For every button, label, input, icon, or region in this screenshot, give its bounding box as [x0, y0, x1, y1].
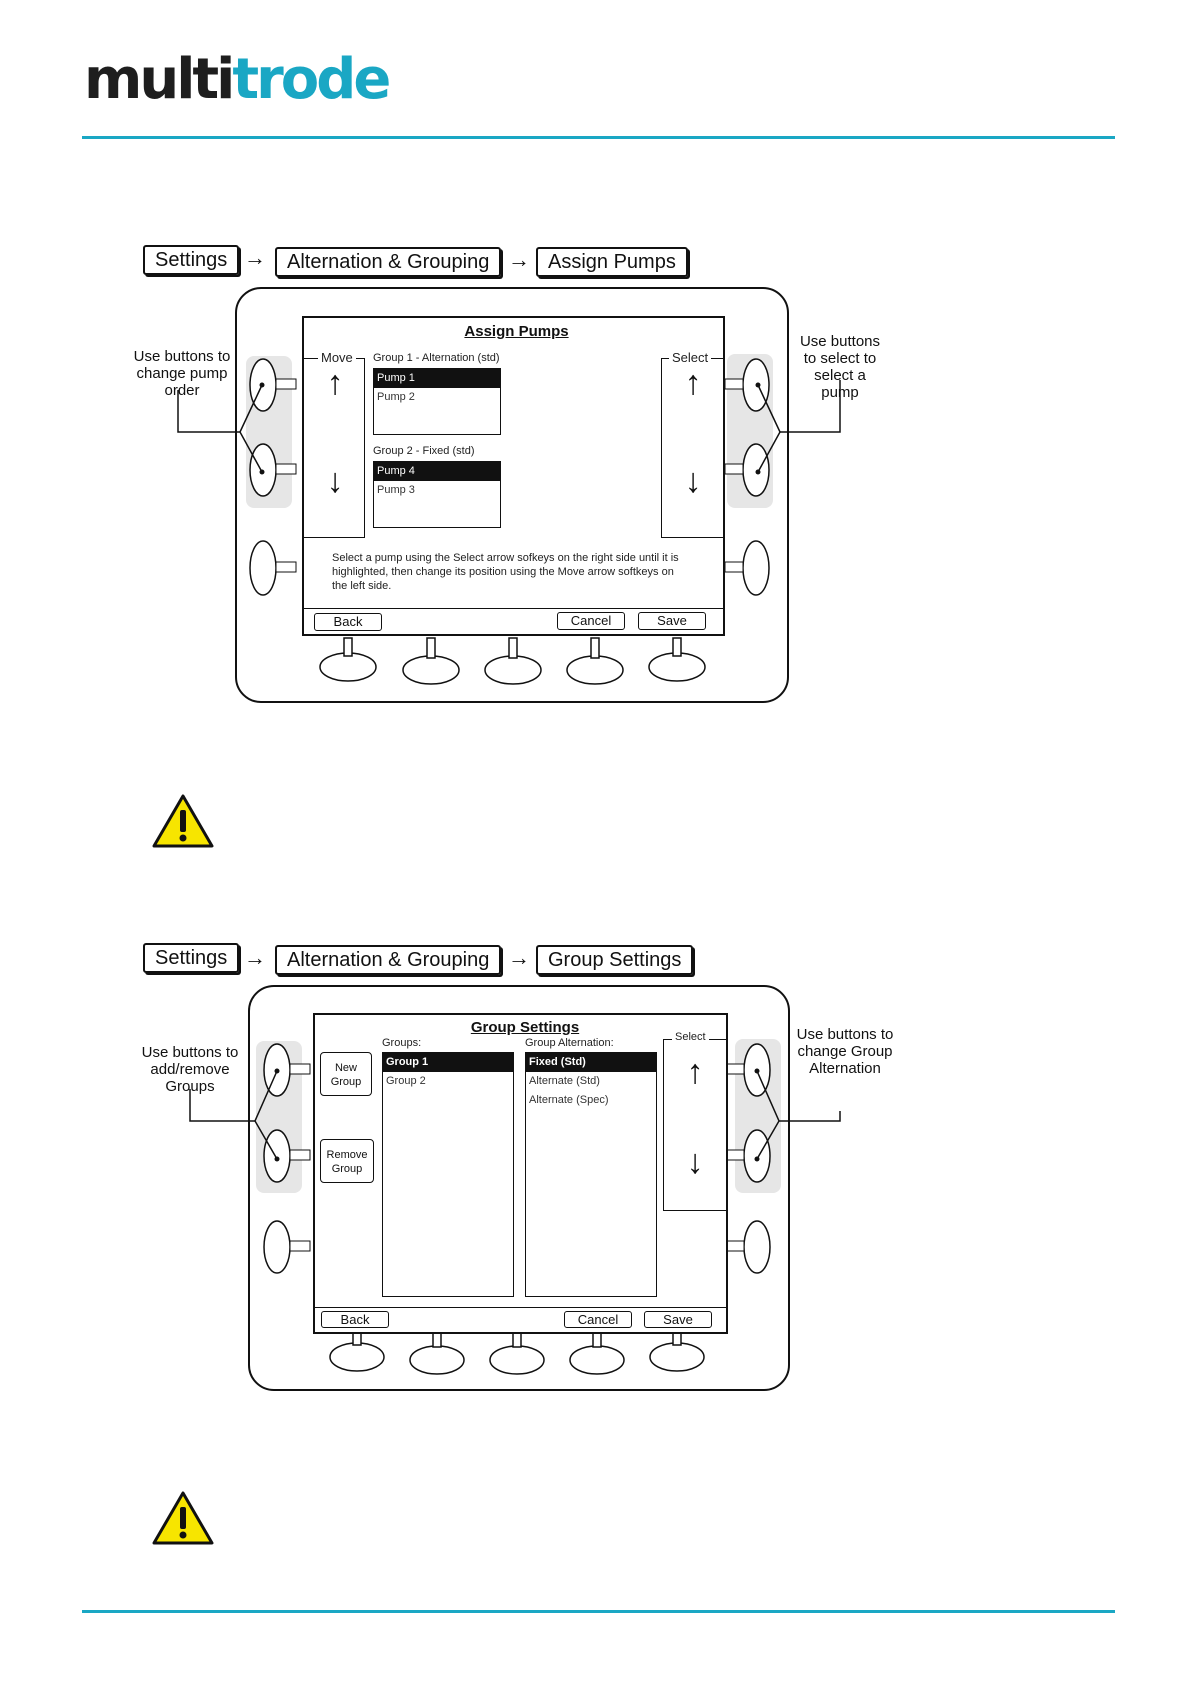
page-title: Group Settings: [470, 1019, 580, 1036]
warning-icon: [152, 794, 214, 848]
group1-label: Group 1 - Alternation (std): [373, 352, 500, 364]
select-label: Select: [672, 1031, 709, 1043]
group-alternation-label: Group Alternation:: [525, 1037, 614, 1049]
select-label: Select: [669, 350, 712, 365]
crumb-group-settings: Group Settings: [536, 945, 694, 975]
list-item[interactable]: Group 1: [383, 1053, 513, 1072]
list-item[interactable]: Alternate (Std): [529, 1075, 600, 1087]
list-item[interactable]: Group 2: [386, 1075, 426, 1087]
remove-group-button[interactable]: Remove Group: [320, 1139, 374, 1183]
crumb-alternation-grouping: Alternation & Grouping: [275, 945, 502, 975]
assign-pumps-screen: Assign Pumps Move ↑ ↓ Select ↑ ↓ Group 1…: [302, 316, 725, 636]
crumb-alternation-grouping: Alternation & Grouping: [275, 247, 502, 277]
chain-arrow-icon: →: [508, 247, 530, 272]
footer-rule: [82, 1610, 1115, 1613]
left-note: Use buttons to change pump order: [133, 348, 231, 399]
new-group-button[interactable]: New Group: [320, 1052, 372, 1096]
group2-list[interactable]: Pump 4 Pump 3: [373, 461, 501, 528]
groups-label: Groups:: [382, 1037, 422, 1049]
device-buttons-diagram: [177, 354, 841, 685]
move-label: Move: [318, 350, 356, 365]
crumb-assign-pumps: Assign Pumps: [536, 247, 688, 277]
list-item[interactable]: Pump 2: [377, 391, 415, 403]
warning-icon: [152, 1491, 214, 1545]
device-buttons-diagram: [189, 1039, 841, 1375]
move-down-arrow-icon: ↓: [326, 462, 344, 500]
list-item[interactable]: Alternate (Spec): [529, 1094, 609, 1106]
groups-list[interactable]: Group 1 Group 2: [382, 1052, 514, 1297]
back-button[interactable]: Back: [321, 1311, 389, 1328]
group1-list[interactable]: Pump 1 Pump 2: [373, 368, 501, 435]
save-button[interactable]: Save: [644, 1311, 712, 1328]
crumb-settings: Settings: [143, 245, 240, 275]
cancel-button[interactable]: Cancel: [557, 612, 625, 630]
list-item[interactable]: Pump 3: [377, 484, 415, 496]
left-note: Use buttons to add/remove Groups: [141, 1044, 239, 1095]
softkey-divider: [304, 608, 723, 609]
group-alternation-list[interactable]: Fixed (Std) Alternate (Std) Alternate (S…: [525, 1052, 657, 1297]
cancel-button[interactable]: Cancel: [564, 1311, 632, 1328]
header-rule: [82, 136, 1115, 139]
group-settings-screen: Group Settings New Group Remove Group Gr…: [313, 1013, 728, 1334]
select-up-arrow-icon: ↑: [684, 364, 702, 402]
instruction-text: Select a pump using the Select arrow sof…: [332, 552, 679, 592]
chain-arrow-icon: →: [244, 945, 266, 970]
group2-label: Group 2 - Fixed (std): [373, 445, 475, 457]
right-note: Use buttons to change Group Alternation: [796, 1026, 894, 1077]
chain-arrow-icon: →: [508, 945, 530, 970]
chain-arrow-icon: →: [244, 245, 266, 270]
select-down-arrow-icon: ↓: [686, 1143, 704, 1181]
multitrode-logo: multitrode: [84, 47, 391, 112]
softkey-divider: [315, 1307, 726, 1308]
page-title: Assign Pumps: [464, 323, 569, 340]
crumb-settings: Settings: [143, 943, 240, 973]
select-down-arrow-icon: ↓: [684, 462, 702, 500]
back-button[interactable]: Back: [314, 613, 382, 631]
list-item[interactable]: Pump 4: [374, 462, 500, 481]
select-up-arrow-icon: ↑: [686, 1053, 704, 1091]
list-item[interactable]: Fixed (Std): [526, 1053, 656, 1072]
save-button[interactable]: Save: [638, 612, 706, 630]
move-up-arrow-icon: ↑: [326, 364, 344, 402]
list-item[interactable]: Pump 1: [374, 369, 500, 388]
